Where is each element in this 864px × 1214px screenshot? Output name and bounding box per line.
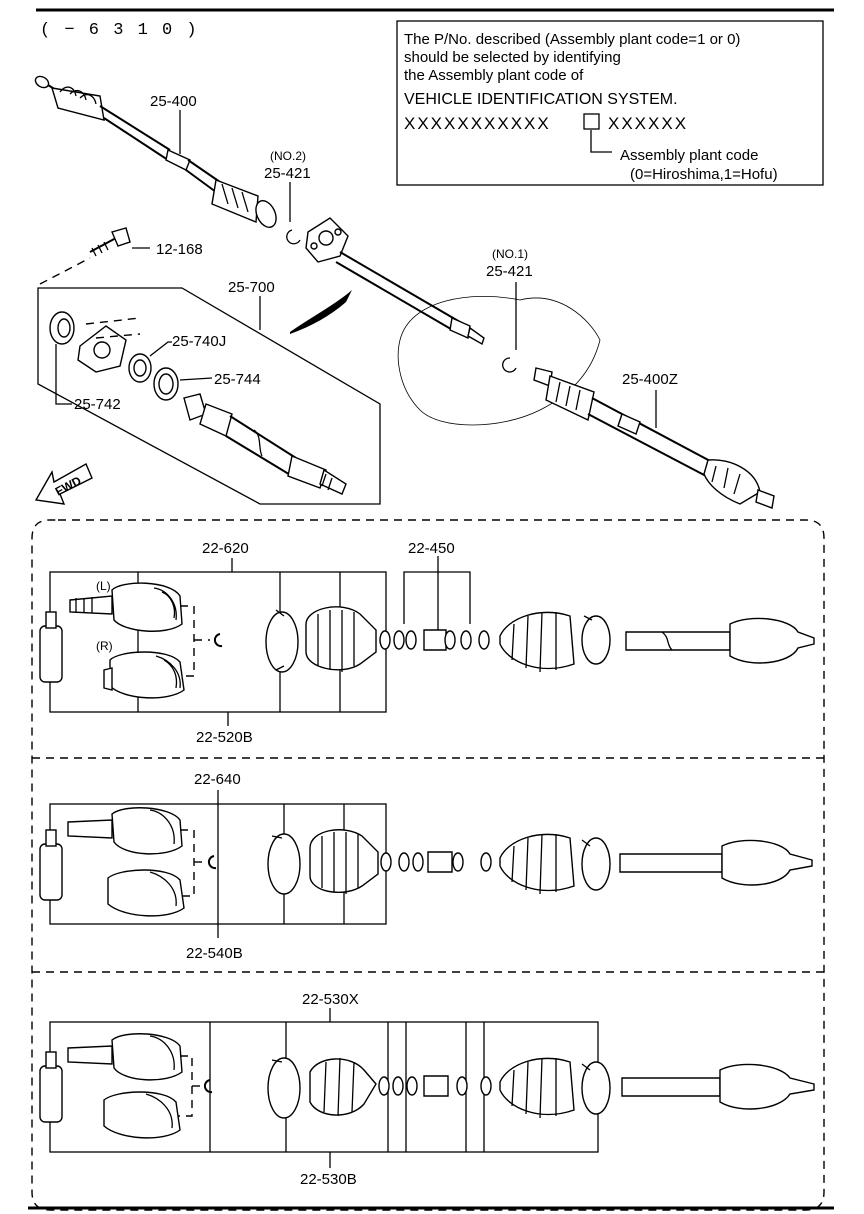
label-22-620: 22-620 (202, 540, 249, 557)
vin-left: XXXXXXXXXXX (404, 114, 551, 133)
note-line4: VEHICLE IDENTIFICATION SYSTEM. (404, 91, 678, 108)
transaxle-outline (397, 295, 601, 426)
note-line3: the Assembly plant code of (404, 67, 584, 84)
label-25-740j: 25-740J (172, 333, 226, 350)
range-code: ( − 6 3 1 0 ) (40, 21, 199, 40)
kit-variants-panel (31, 519, 825, 1211)
bearing-bracket (305, 217, 349, 263)
plant-code-label: Assembly plant code (620, 147, 758, 164)
bracket-25-740j-part (77, 317, 141, 373)
label-25-421-no1-tag: (NO.1) (492, 247, 528, 261)
bolt-12-168 (89, 227, 131, 257)
label-22-450: 22-450 (408, 540, 455, 557)
note-line2: should be selected by identifying (404, 49, 621, 66)
plant-code-box (583, 113, 600, 130)
forward-direction-arrow: FWD (34, 463, 93, 505)
label-25-421-no2: 25-421 (264, 165, 311, 182)
kit-section-22-520b (39, 556, 815, 713)
label-25-400: 25-400 (150, 93, 197, 110)
label-22-640: 22-640 (194, 771, 241, 788)
vin-right: XXXXXX (608, 114, 688, 133)
joint-shaft-assembly-box (37, 287, 381, 505)
label-25-744: 25-744 (214, 371, 261, 388)
label-22-530b: 22-530B (300, 1171, 357, 1188)
joint-shaft (183, 393, 347, 495)
label-12-168: 12-168 (156, 241, 203, 258)
l-mark: (L) (96, 579, 111, 593)
assembly-plant-note: The P/No. described (Assembly plant code… (396, 20, 824, 186)
snap-ring-no2 (286, 229, 301, 245)
r-mark: (R) (96, 639, 113, 653)
label-22-540b: 22-540B (186, 945, 243, 962)
plant-code-values: (0=Hiroshima,1=Hofu) (630, 166, 778, 183)
label-25-742: 25-742 (74, 396, 121, 413)
label-22-520b: 22-520B (196, 729, 253, 746)
label-25-700: 25-700 (228, 279, 275, 296)
label-22-530x: 22-530X (302, 991, 359, 1008)
kit-section-22-540b (39, 803, 813, 925)
label-25-400z: 25-400Z (622, 371, 678, 388)
label-25-421-no1: 25-421 (486, 263, 533, 280)
snap-ring-no1 (502, 357, 517, 373)
note-line1: The P/No. described (Assembly plant code… (404, 31, 740, 48)
label-25-421-no2-tag: (NO.2) (270, 149, 306, 163)
oil-seal-25-742 (49, 311, 75, 345)
intermediate-shaft (335, 251, 485, 346)
driveshaft-25-400z (533, 367, 775, 509)
driveshaft-25-400 (34, 75, 277, 228)
kit-section-22-530b (39, 1021, 815, 1153)
install-arrow (290, 290, 352, 334)
